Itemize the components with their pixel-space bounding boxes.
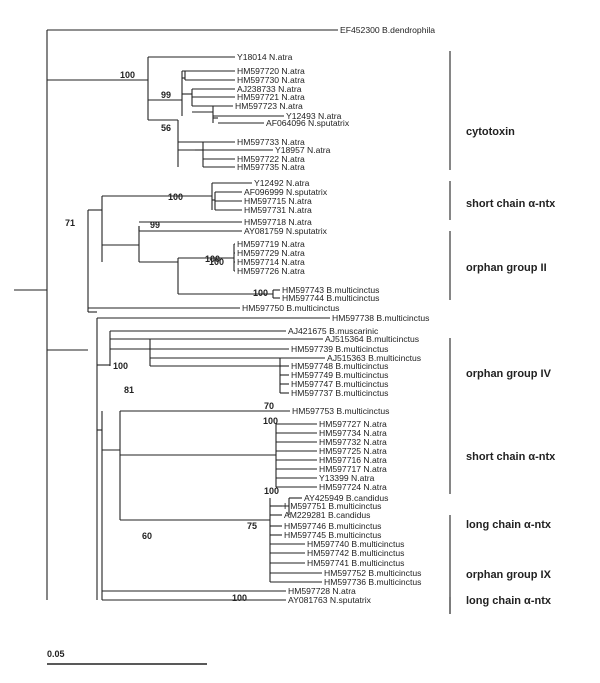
taxon-label: HM597742 B.multicinctus	[307, 548, 404, 558]
taxon-label: HM597714 N.atra	[237, 257, 305, 267]
group-label: orphan group II	[466, 262, 547, 274]
taxon-label: HM597750 B.multicinctus	[242, 303, 339, 313]
taxon-label: HM597734 N.atra	[319, 428, 387, 438]
taxon-label: Y18014 N.atra	[237, 52, 293, 62]
taxon-label: HM597748 B.multicinctus	[291, 361, 388, 371]
bootstrap-value: 100	[232, 593, 247, 603]
taxon-label: HM597752 B.multicinctus	[324, 568, 421, 578]
taxon-label: HM597751 B.multicinctus	[284, 501, 381, 511]
scale-bar-label: 0.05	[47, 649, 65, 659]
taxon-label: HM597727 N.atra	[319, 419, 387, 429]
taxon-label: HM597741 B.multicinctus	[307, 558, 404, 568]
taxon-label: HM597729 N.atra	[237, 248, 305, 258]
group-label: short chain α-ntx	[466, 451, 556, 463]
taxon-label: HM597746 B.multicinctus	[284, 521, 381, 531]
bootstrap-value: 60	[142, 531, 152, 541]
taxon-label: HM597743 B.multicinctus	[282, 285, 379, 295]
bootstrap-value: 100	[113, 361, 128, 371]
taxon-label: HM597724 N.atra	[319, 482, 387, 492]
taxon-label: HM597749 B.multicinctus	[291, 370, 388, 380]
taxon-label: HM597736 B.multicinctus	[324, 577, 421, 587]
taxon-label: Y18957 N.atra	[275, 145, 331, 155]
taxon-label: AF064096 N.sputatrix	[266, 118, 350, 128]
bootstrap-value: 100	[209, 257, 224, 267]
taxon-label: HM597733 N.atra	[237, 137, 305, 147]
taxon-label: HM597726 N.atra	[237, 266, 305, 276]
taxon-label: HM597718 N.atra	[244, 217, 312, 227]
taxon-label: HM597739 B.multicinctus	[291, 344, 388, 354]
taxon-label: Y12493 N.atra	[286, 111, 342, 121]
bootstrap-value: 100	[205, 254, 220, 264]
taxon-label: HM597747 B.multicinctus	[291, 379, 388, 389]
taxon-label: AY081759 N.sputatrix	[244, 226, 328, 236]
taxon-label: HM597722 N.atra	[237, 154, 305, 164]
bootstrap-value: 99	[150, 220, 160, 230]
taxon-label: HM597715 N.atra	[244, 196, 312, 206]
bootstrap-value: 99	[161, 90, 171, 100]
bootstrap-value: 81	[124, 385, 134, 395]
taxon-label: HM597721 N.atra	[237, 92, 305, 102]
bootstrap-value: 100	[263, 416, 278, 426]
tree-branches	[14, 29, 338, 601]
taxon-label: HM597732 N.atra	[319, 437, 387, 447]
taxon-label: HM597738 B.multicinctus	[332, 313, 429, 323]
taxon-label: HM597725 N.atra	[319, 446, 387, 456]
bootstrap-value: 100	[120, 70, 135, 80]
group-brackets: cytotoxin short chain α-ntx orphan group I…	[449, 51, 556, 614]
bootstrap-value: 100	[168, 192, 183, 202]
taxon-label: AJ515363 B.multicinctus	[327, 353, 421, 363]
taxon-label: HM597753 B.multicinctus	[292, 406, 389, 416]
group-label: cytotoxin	[466, 126, 515, 138]
bootstrap-value: 100	[253, 288, 268, 298]
bootstrap-value: 70	[264, 401, 274, 411]
bootstrap-value: 71	[65, 218, 75, 228]
taxon-label: HM597716 N.atra	[319, 455, 387, 465]
taxon-label: Y13399 N.atra	[319, 473, 375, 483]
bootstrap-values: 1009956100997110010010010081701001006075…	[65, 70, 279, 603]
taxon-label: AJ238733 N.atra	[237, 84, 302, 94]
taxon-label: HM597744 B.multicinctus	[282, 293, 379, 303]
taxon-label: HM597745 B.multicinctus	[284, 530, 381, 540]
bootstrap-value: 100	[264, 486, 279, 496]
group-label: orphan group IX	[466, 569, 552, 581]
group-label: long chain α-ntx	[466, 595, 552, 607]
taxon-label: AM229281 B.candidus	[284, 510, 370, 520]
taxon-label: AF096999 N.sputatrix	[244, 187, 328, 197]
taxon-label: HM597740 B.multicinctus	[307, 539, 404, 549]
taxon-label: HM597719 N.atra	[237, 239, 305, 249]
taxon-label: AJ421675 B.muscarinic	[288, 326, 379, 336]
taxon-label: HM597730 N.atra	[237, 75, 305, 85]
bootstrap-value: 56	[161, 123, 171, 133]
group-label: orphan group IV	[466, 368, 552, 380]
taxon-label: HM597723 N.atra	[235, 101, 303, 111]
taxon-label: AY425949 B.candidus	[304, 493, 388, 503]
taxon-label: Y12492 N.atra	[254, 178, 310, 188]
group-label: long chain α-ntx	[466, 519, 552, 531]
taxon-label: HM597728 N.atra	[288, 586, 356, 596]
taxon-label: HM597717 N.atra	[319, 464, 387, 474]
taxon-label: HM597720 N.atra	[237, 66, 305, 76]
group-label: short chain α-ntx	[466, 198, 556, 210]
taxon-label: HM597737 B.multicinctus	[291, 388, 388, 398]
taxon-label: AJ515364 B.multicinctus	[325, 334, 419, 344]
taxon-label: EF452300 B.dendrophila	[340, 25, 435, 35]
taxon-label: AY081763 N.sputatrix	[288, 595, 372, 605]
taxon-label: HM597731 N.atra	[244, 205, 312, 215]
taxon-label: HM597735 N.atra	[237, 162, 305, 172]
bootstrap-value: 75	[247, 521, 257, 531]
